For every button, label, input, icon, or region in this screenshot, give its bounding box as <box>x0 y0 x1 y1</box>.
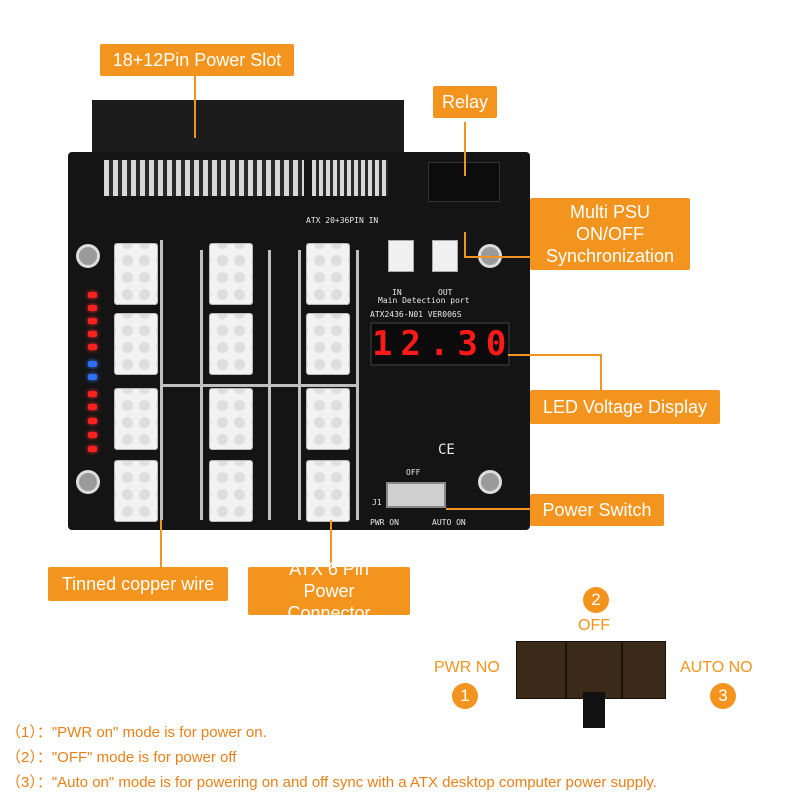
silk-auto-on: AUTO ON <box>432 518 466 527</box>
callout-multi-psu: Multi PSU ON/OFF Synchronization <box>530 198 690 270</box>
tinned-wire <box>298 250 301 520</box>
note-pwr-on: （1）："PWR on" mode is for power on. <box>6 724 267 741</box>
silk-atx-label: ATX 20+36PIN IN <box>306 216 379 225</box>
position-1-badge: 1 <box>452 683 478 709</box>
status-led <box>88 404 97 410</box>
status-led <box>88 432 97 438</box>
relay-component <box>428 162 500 202</box>
atx-6pin-connector <box>209 460 253 522</box>
status-led <box>88 391 97 397</box>
status-led <box>88 318 97 324</box>
atx-6pin-connector <box>306 460 350 522</box>
atx-6pin-connector <box>306 313 350 375</box>
sync-connector-in <box>388 240 414 272</box>
status-led <box>88 305 97 311</box>
status-led <box>88 374 97 380</box>
callout-line <box>464 256 530 258</box>
position-3-label: AUTO NO <box>680 659 753 676</box>
tinned-wire <box>268 250 271 520</box>
led-voltage-display: 12.30 <box>370 322 515 366</box>
callout-line <box>160 520 162 568</box>
switch-lever <box>583 692 605 728</box>
power-slot-pins-right <box>312 160 388 196</box>
callout-line <box>464 122 466 176</box>
mounting-hole <box>76 470 100 494</box>
atx-6pin-connector <box>209 313 253 375</box>
callout-led-display: LED Voltage Display <box>530 390 720 424</box>
silk-model: ATX2436-N01 VER006S <box>370 310 462 319</box>
atx-6pin-connector <box>114 460 158 522</box>
switch-divider <box>565 641 567 699</box>
callout-line <box>446 508 530 510</box>
callout-power-slot: 18+12Pin Power Slot <box>100 44 294 76</box>
status-led <box>88 361 97 367</box>
status-led <box>88 446 97 452</box>
atx-6pin-connector <box>306 388 350 450</box>
power-switch[interactable] <box>386 482 446 508</box>
mounting-hole <box>76 244 100 268</box>
atx-6pin-connector <box>114 388 158 450</box>
atx-6pin-connector <box>114 313 158 375</box>
tinned-wire <box>160 384 356 387</box>
note-off: （2）："OFF" mode is for power off <box>6 749 237 766</box>
atx-6pin-connector <box>209 243 253 305</box>
tinned-wire <box>356 250 359 520</box>
position-1-label: PWR NO <box>434 659 500 676</box>
position-2-label: OFF <box>578 617 610 634</box>
tinned-wire <box>200 250 203 520</box>
callout-atx6: ATX 6 Pin Power Connector <box>248 559 410 623</box>
silk-in: IN <box>392 288 402 297</box>
callout-line <box>194 70 196 138</box>
callout-tinned-wire: Tinned copper wire <box>48 567 228 601</box>
switch-diagram-body <box>516 641 666 699</box>
status-led <box>88 292 97 298</box>
status-led <box>88 331 97 337</box>
atx-6pin-connector <box>114 243 158 305</box>
callout-line <box>508 354 600 356</box>
callout-line <box>600 354 602 392</box>
sync-connector-out <box>432 240 458 272</box>
callout-power-switch: Power Switch <box>530 494 664 526</box>
position-3-badge: 3 <box>710 683 736 709</box>
silk-out: OUT <box>438 288 453 297</box>
position-2-badge: 2 <box>583 587 609 613</box>
note-auto-on: （3）："Auto on" mode is for powering on an… <box>6 774 657 791</box>
callout-relay: Relay <box>433 86 497 118</box>
silk-pwr-on: PWR ON <box>370 518 399 527</box>
atx-6pin-connector <box>306 243 350 305</box>
tinned-wire <box>160 240 163 520</box>
atx-6pin-connector <box>209 388 253 450</box>
silk-main-port: Main Detection port <box>378 296 470 305</box>
callout-line <box>330 520 332 568</box>
silk-off: OFF <box>406 468 421 477</box>
power-slot-pins <box>104 160 304 196</box>
switch-divider <box>621 641 623 699</box>
silk-j1: J1 <box>372 498 382 507</box>
status-led <box>88 418 97 424</box>
silk-ce: CE <box>438 442 455 458</box>
callout-line <box>464 232 466 258</box>
status-led <box>88 344 97 350</box>
mounting-hole <box>478 470 502 494</box>
